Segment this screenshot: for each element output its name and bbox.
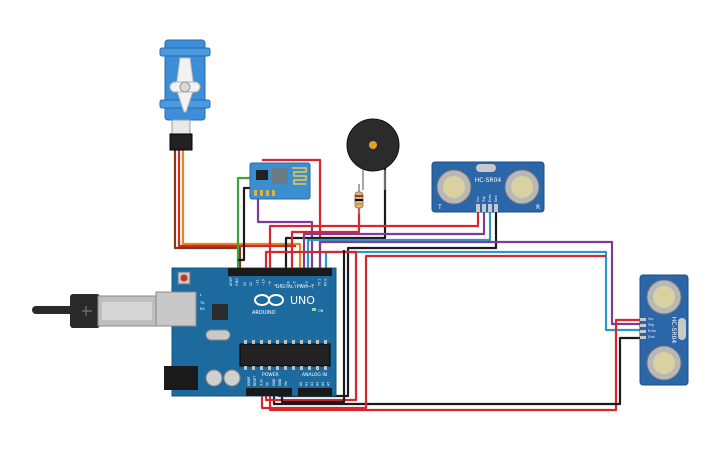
digital-pin-label: ~5 xyxy=(293,281,297,286)
digital-pin-label: ~9 xyxy=(268,281,272,286)
ultrasonic-sensor-right[interactable]: HC-SR04 xyxy=(639,274,689,386)
wire-servo-red xyxy=(177,150,296,248)
analog-pin-label: A3 xyxy=(316,382,320,386)
digital-pin-label: ~10 xyxy=(262,279,266,286)
wire-power-black-long xyxy=(280,250,346,404)
l-label: L xyxy=(200,293,202,297)
rx-label: RX xyxy=(200,307,205,311)
power-pin-label: RESET xyxy=(253,376,257,386)
analog-pin-label: A4 xyxy=(321,382,325,386)
digital-pin-label: 12 xyxy=(249,282,253,286)
right-sensor-model: HC-SR04 xyxy=(670,317,677,344)
wifi-module[interactable] xyxy=(249,162,311,200)
digital-pin-label: RX 0 xyxy=(324,279,328,286)
ultrasonic-sensor-top[interactable]: HC-SR04 T R xyxy=(431,161,545,213)
digital-pin-label: 2 xyxy=(311,284,315,286)
digital-pin-label: ~11 xyxy=(255,279,259,286)
analog-label: ANALOG IN xyxy=(302,372,327,378)
on-label: ON xyxy=(318,309,324,313)
capacitor-1 xyxy=(205,369,223,387)
atmega-chip xyxy=(239,343,331,367)
digital-label: DIGITAL (PWM~) xyxy=(276,284,314,290)
digital-pin-label: 8 xyxy=(274,284,278,286)
crystal xyxy=(205,329,231,341)
wire-top-sensor-red xyxy=(268,212,480,268)
power-header[interactable] xyxy=(246,388,292,396)
digital-pin-label: 7 xyxy=(280,284,284,286)
top-sensor-model: HC-SR04 xyxy=(475,177,502,184)
digital-header[interactable] xyxy=(228,268,332,276)
top-sensor-pin-label: Gnd xyxy=(494,195,498,202)
top-sensor-r-mark: R xyxy=(536,204,540,211)
power-label: POWER xyxy=(262,372,279,378)
right-sensor-pin-label: Echo xyxy=(648,329,656,333)
on-led xyxy=(312,308,316,311)
wire-power-red-long xyxy=(260,254,606,410)
top-sensor-pin-label: Vcc xyxy=(476,196,480,202)
digital-pin-label: TX 1 xyxy=(317,279,321,287)
top-sensor-t-mark: T xyxy=(437,204,442,211)
arduino-uno-board[interactable]: UNO ARDUINO DIGITAL (PWM~) POWER ANALOG … xyxy=(155,267,337,397)
analog-pin-label: A2 xyxy=(310,382,314,386)
analog-pin-label: A1 xyxy=(305,382,309,386)
analog-pin-label: A5 xyxy=(327,382,331,386)
buzzer[interactable] xyxy=(346,118,400,190)
resistor[interactable] xyxy=(354,184,364,214)
power-pin-label: 3.3V xyxy=(259,378,263,386)
wire-right-sensor-black xyxy=(272,336,640,406)
usb-icon xyxy=(82,306,92,316)
board-model: UNO xyxy=(290,294,315,307)
power-pin-label: GND xyxy=(272,378,276,386)
capacitor-2 xyxy=(223,369,241,387)
power-pin-label: 5V xyxy=(266,381,270,386)
usb-chip xyxy=(212,304,228,320)
usb-cable[interactable] xyxy=(32,294,157,328)
gnd-label: GND xyxy=(235,278,239,286)
analog-pin-label: A0 xyxy=(299,382,303,386)
analog-header[interactable] xyxy=(298,388,332,396)
digital-pin-label: 4 xyxy=(299,284,303,286)
tx-label: TX xyxy=(199,301,205,305)
wire-right-sensor-purple xyxy=(318,240,640,326)
digital-pin-label: ~3 xyxy=(305,281,309,286)
power-pin-label: GND xyxy=(278,378,282,386)
digital-pin-label: ~6 xyxy=(286,281,290,286)
usb-socket xyxy=(155,291,197,327)
digital-pin-label: 13 xyxy=(243,282,247,286)
antenna-trace xyxy=(292,167,307,185)
power-pin-label: IOREF xyxy=(247,376,251,386)
wire-esp-purple xyxy=(256,196,314,268)
power-jack xyxy=(164,366,198,390)
right-sensor-pin-label: Vcc xyxy=(648,317,654,321)
arduino-logo xyxy=(254,294,284,306)
right-sensor-pin-label: Trig xyxy=(647,323,654,327)
wire-top-sensor-teal xyxy=(306,212,492,268)
wire-right-sensor-red xyxy=(268,318,640,412)
wire-right-sensor-teal xyxy=(324,250,640,332)
top-sensor-pin-label: Trig xyxy=(482,196,486,203)
top-sensor-pin-label: Echo xyxy=(488,194,492,202)
wire-esp-black xyxy=(238,186,254,262)
right-sensor-pin-label: Gnd xyxy=(648,335,655,339)
board-brand: ARDUINO xyxy=(252,310,276,316)
wire-esp-green xyxy=(236,176,250,268)
wire-servo-brown xyxy=(173,150,242,268)
servo-motor[interactable] xyxy=(159,39,211,151)
wire-servo-orange xyxy=(181,150,302,268)
power-pin-label: Vin xyxy=(284,381,288,386)
aref-label: AREF xyxy=(229,277,233,286)
wire-power-red-loop xyxy=(264,250,358,402)
